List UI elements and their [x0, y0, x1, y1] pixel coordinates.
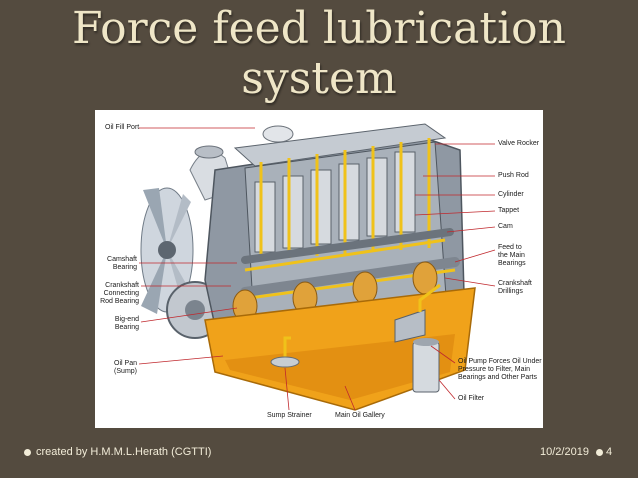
label-oil-pump: Oil Pump Forces Oil Under Pressure to Fi… — [458, 358, 542, 381]
label-cylinder: Cylinder — [498, 191, 524, 198]
label-push-rod: Push Rod — [498, 172, 529, 179]
label-oil-fill-port: Oil Fill Port — [105, 124, 140, 131]
oil-filter-shape — [412, 341, 440, 393]
footer-meta: 10/2/2019 4 — [540, 446, 612, 458]
label-camshaft-bearing: Camshaft Bearing — [107, 256, 137, 271]
label-valve-rocker: Valve Rocker — [498, 140, 540, 147]
title-line-2: system — [241, 53, 397, 104]
title-line-1: Force feed lubrication — [72, 3, 566, 54]
label-big-end-bearing: Big-end Bearing — [114, 316, 139, 331]
page-number: 4 — [606, 446, 613, 458]
label-feed-main-bearings: Feed to the Main Bearings — [498, 244, 526, 267]
engine-diagram: Oil Fill Port Camshaft Bearing Crankshaf… — [95, 110, 543, 428]
label-cam: Cam — [498, 223, 513, 230]
engine-illustration — [138, 123, 496, 411]
label-main-oil-gallery: Main Oil Gallery — [335, 412, 385, 419]
label-tappet: Tappet — [498, 207, 520, 214]
label-crankshaft-connecting-rod-bearing: Crankshaft Connecting Rod Bearing — [100, 282, 139, 305]
label-oil-pan: Oil Pan (Sump) — [114, 360, 137, 375]
label-crankshaft-drillings: Crankshaft Drillings — [498, 280, 532, 295]
label-sump-strainer: Sump Strainer — [267, 412, 312, 419]
fan-icon — [140, 187, 194, 314]
label-oil-filter: Oil Filter — [458, 395, 485, 402]
slide-title: Force feed lubrication system — [0, 4, 638, 104]
bullet-icon — [596, 448, 603, 456]
bullet-icon — [24, 448, 31, 456]
date-text: 10/2/2019 — [540, 446, 589, 458]
credit-text: created by H.M.M.L.Herath (CGTTI) — [36, 446, 212, 458]
footer-credit: created by H.M.M.L.Herath (CGTTI) — [24, 446, 211, 458]
